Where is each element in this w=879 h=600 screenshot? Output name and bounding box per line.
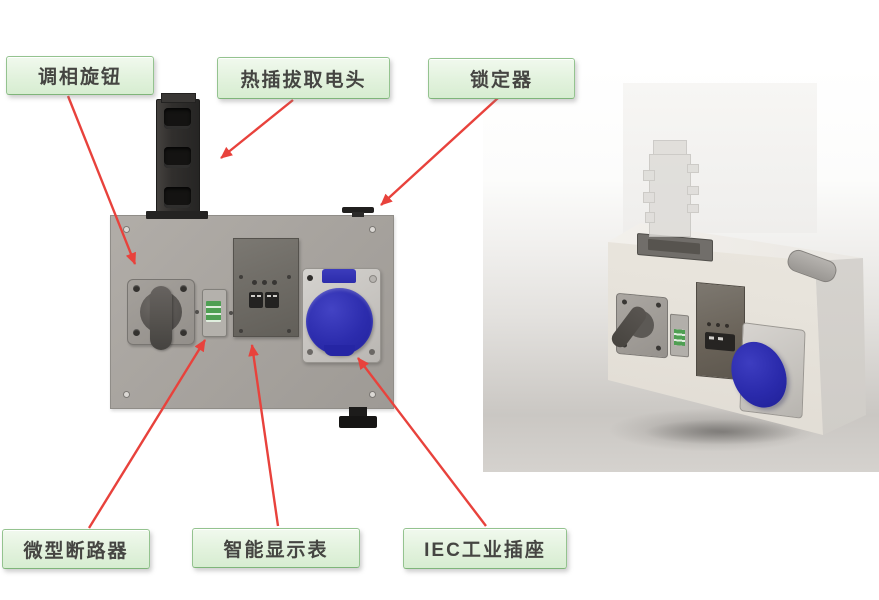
callout-locker: 锁定器 bbox=[428, 58, 575, 99]
iec-socket-tab bbox=[324, 345, 355, 356]
socket-screw bbox=[369, 349, 375, 355]
meter-indicator bbox=[252, 280, 257, 285]
ghost-hot-swap-tap bbox=[643, 140, 699, 237]
panel-screw bbox=[369, 391, 376, 398]
panel-screw bbox=[369, 226, 376, 233]
breaker-screw bbox=[195, 310, 199, 314]
callout-phase-knob: 调相旋钮 bbox=[6, 56, 154, 95]
tap-slot bbox=[164, 187, 191, 208]
ghost-tap-fin bbox=[687, 164, 699, 173]
ghost-tap-body bbox=[649, 154, 691, 237]
callout-mini-breaker: 微型断路器 bbox=[2, 529, 150, 569]
phase-knob-lever bbox=[150, 286, 172, 350]
meter-indicator bbox=[272, 280, 277, 285]
ghost-tap-fin bbox=[687, 186, 699, 195]
socket-screw bbox=[307, 275, 313, 281]
iec-socket-body bbox=[306, 288, 373, 355]
meter-indicator bbox=[262, 280, 267, 285]
locker-latch bbox=[342, 207, 374, 213]
callout-hot-swap-tap: 热插拔取电头 bbox=[217, 57, 390, 99]
callout-smart-meter: 智能显示表 bbox=[192, 528, 360, 568]
meter-screw bbox=[239, 275, 243, 279]
hot-swap-tap-connector bbox=[156, 99, 200, 215]
locker-stem bbox=[352, 212, 364, 217]
enclosure-right-face bbox=[815, 258, 866, 435]
breaker-screw bbox=[229, 311, 233, 315]
socket-screw bbox=[369, 275, 377, 283]
tap-slot bbox=[164, 108, 191, 129]
arrow-hot-swap-tap bbox=[220, 99, 294, 159]
meter-terminal bbox=[249, 292, 263, 308]
meter-terminal bbox=[265, 292, 279, 308]
ghost-tap-step bbox=[643, 170, 655, 181]
meter-screw bbox=[239, 329, 243, 333]
smart-display-meter bbox=[233, 238, 299, 337]
ghost-tap-step bbox=[645, 212, 655, 223]
socket-screw bbox=[307, 349, 313, 355]
plate-screw bbox=[133, 285, 140, 292]
callout-iec-socket: IEC工业插座 bbox=[403, 528, 567, 569]
breaker-rocker-3d bbox=[674, 329, 685, 347]
meter-terminal-3d bbox=[705, 331, 735, 352]
iec-socket-flap bbox=[322, 269, 356, 283]
tap-slot bbox=[164, 147, 191, 168]
panel-screw bbox=[123, 226, 130, 233]
plate-screw bbox=[180, 329, 187, 336]
plate-screw bbox=[180, 285, 187, 292]
render-view bbox=[483, 65, 879, 472]
bottom-mount-bar bbox=[339, 416, 377, 428]
meter-screw bbox=[287, 275, 291, 279]
mini-breaker-3d bbox=[670, 313, 689, 358]
tap-base-flange bbox=[146, 211, 208, 219]
ghost-tap-step bbox=[643, 192, 655, 203]
arrow-locker bbox=[380, 97, 499, 206]
breaker-rocker bbox=[206, 301, 221, 322]
front-face-components bbox=[608, 242, 823, 419]
meter-screw bbox=[287, 329, 291, 333]
panel-screw bbox=[123, 391, 130, 398]
tap-top-lip bbox=[161, 93, 196, 103]
plate-screw bbox=[133, 329, 140, 336]
ghost-tap-fin bbox=[687, 204, 699, 213]
